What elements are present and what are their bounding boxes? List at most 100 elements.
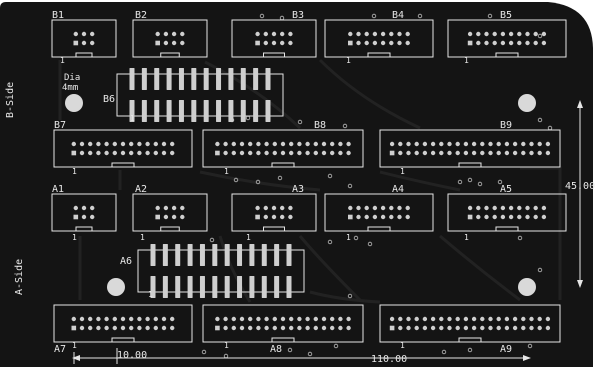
pin-pad: [88, 316, 93, 322]
pin-pad: [521, 316, 526, 322]
pin-pad: [405, 40, 410, 46]
pin-pad: [163, 205, 169, 211]
pin-pad: [288, 214, 293, 220]
pin-pad: [504, 325, 510, 331]
pin-pad: [163, 31, 169, 37]
via: [347, 293, 353, 299]
pin-pad: [239, 325, 245, 331]
connector-label-a8: A8: [270, 344, 282, 355]
copper-trace: [379, 170, 461, 192]
pin-pad: [537, 141, 542, 147]
pin-pad: [256, 316, 261, 322]
pin-pad: [120, 150, 126, 156]
pin-pad: [288, 205, 293, 211]
copper-trace: [218, 235, 252, 303]
pin-pad: [289, 141, 294, 147]
pin-pad: [508, 205, 514, 211]
pin-pad: [79, 316, 85, 322]
pin-pad: [517, 40, 522, 46]
pin-pad: [517, 214, 522, 220]
pin-pad: [476, 205, 481, 211]
pin1-marker: 1: [224, 167, 229, 176]
pin-pad: [330, 141, 335, 147]
smd-pad: [237, 244, 243, 266]
pin-pad: [263, 205, 268, 211]
pin-pad: [447, 141, 452, 147]
pin-pad: [104, 150, 109, 156]
connector-key-notch: [75, 226, 93, 232]
pin-pad: [239, 150, 245, 156]
pin1-marker: 1: [400, 341, 405, 350]
connector-label-a4: A4: [392, 184, 404, 195]
pin-pad: [145, 316, 150, 322]
via: [209, 237, 215, 243]
pin-pad: [145, 150, 150, 156]
pin-pad: [297, 316, 302, 322]
pin-pad: [73, 205, 79, 211]
pin-pad: [471, 150, 477, 156]
via: [497, 179, 503, 185]
pin-pad: [380, 214, 386, 220]
pin-pad: [180, 31, 185, 37]
pin-pad: [504, 150, 510, 156]
smd-pad: [178, 68, 184, 90]
pin-pad: [422, 141, 428, 147]
smd-pad: [175, 276, 181, 298]
pin-pad: [272, 141, 277, 147]
smd-pad: [199, 244, 205, 266]
pin-pad: [112, 141, 118, 147]
pin-pad: [120, 316, 126, 322]
pin-pad: [137, 316, 142, 322]
pin-pad: [525, 40, 530, 46]
pin-pad: [289, 150, 294, 156]
pin1-marker: 1: [148, 290, 153, 299]
pin-pad: [389, 214, 394, 220]
pin-pad: [313, 150, 318, 156]
connector-label-b9: B9: [500, 120, 512, 131]
pin-pad: [223, 150, 228, 156]
pin-pad: [305, 150, 310, 156]
pin-pad: [476, 214, 481, 220]
via: [467, 347, 473, 353]
pin-pad: [79, 325, 85, 331]
pin-pad: [512, 325, 518, 331]
pin-pad: [348, 205, 353, 211]
pin-pad: [492, 205, 497, 211]
pin-pad: [484, 40, 489, 46]
smd-pad: [166, 100, 172, 122]
via: [333, 343, 339, 349]
pin-pad: [346, 325, 351, 331]
pin-pad: [239, 141, 245, 147]
pin-pad: [90, 40, 95, 46]
pin-pad: [525, 214, 530, 220]
pin-pad: [512, 316, 518, 322]
connector-label-a7: A7: [54, 344, 66, 355]
pin-pad: [330, 150, 335, 156]
pin-pad: [321, 316, 327, 322]
connector-label-a1: A1: [52, 184, 64, 195]
pin-pad: [305, 325, 310, 331]
pin1-pad: [71, 150, 77, 156]
pin1-marker: 1: [246, 233, 251, 242]
pin-pad: [488, 150, 493, 156]
pin-pad: [389, 205, 394, 211]
pin-pad: [533, 205, 538, 211]
pin-pad: [280, 40, 285, 46]
pin-pad: [348, 31, 353, 37]
pin1-pad: [348, 214, 353, 220]
pin-pad: [96, 316, 101, 322]
connector-label-b3: B3: [292, 10, 304, 21]
dia-label-line1: Dia: [64, 73, 80, 83]
smd-pad: [265, 100, 271, 122]
pin-pad: [264, 316, 269, 322]
smd-pad: [261, 276, 267, 298]
pin-pad: [529, 150, 534, 156]
via: [441, 349, 447, 355]
pin-pad: [81, 40, 87, 46]
via: [287, 347, 293, 353]
connector-b7: B71: [53, 120, 193, 176]
pin-pad: [223, 141, 228, 147]
via: [342, 123, 348, 129]
via: [201, 349, 207, 355]
pin-pad: [380, 31, 386, 37]
